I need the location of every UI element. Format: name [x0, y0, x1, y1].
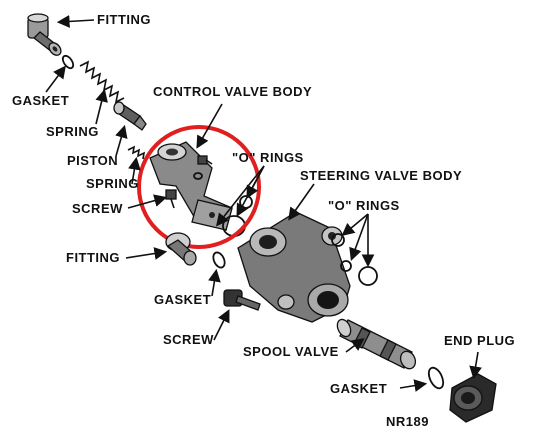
leader-end-plug — [469, 351, 482, 380]
piston-part — [113, 101, 147, 131]
o-ring-5 — [358, 266, 378, 286]
gasket-mid-ring — [212, 251, 226, 269]
label-gasket-top: GASKET — [12, 93, 69, 108]
label-fitting-top: FITTING — [97, 12, 151, 27]
leader-control-valve-body — [196, 103, 223, 149]
spool-valve-part — [336, 318, 417, 370]
spring-top-coil — [79, 60, 125, 104]
label-steering-valve-body: STEERING VALVE BODY — [300, 168, 462, 183]
label-o-rings-1: "O" RINGS — [232, 150, 304, 165]
control-screw-1 — [197, 155, 213, 165]
label-figure-code: NR189 — [386, 414, 429, 429]
control-valve-body-part — [149, 141, 233, 231]
control-screw-2 — [165, 189, 177, 209]
leader-o-rings-2a — [341, 213, 369, 237]
label-fitting-mid: FITTING — [66, 250, 120, 265]
leader-screw-bottom — [213, 309, 230, 341]
leader-gasket-mid — [208, 268, 221, 297]
steering-valve-body-part — [237, 211, 351, 323]
label-control-valve-body: CONTROL VALVE BODY — [153, 84, 312, 99]
leader-gasket-bottom — [399, 379, 428, 392]
leader-fitting-top — [56, 15, 95, 28]
leader-spring-mid — [128, 156, 141, 185]
highlight-circle — [137, 125, 261, 249]
label-screw-bottom: SCREW — [163, 332, 214, 347]
end-plug-part — [449, 373, 497, 423]
leader-o-rings-1b — [236, 165, 265, 217]
label-end-plug: END PLUG — [444, 333, 515, 348]
label-spring-mid: SPRING — [86, 176, 139, 191]
label-spring-top: SPRING — [46, 124, 99, 139]
leader-o-rings-2b — [349, 213, 369, 262]
leader-screw-top — [127, 194, 168, 209]
label-screw-top: SCREW — [72, 201, 123, 216]
leader-steering-valve-body — [288, 183, 315, 221]
leader-spring-top — [95, 88, 108, 125]
label-gasket-bottom: GASKET — [330, 381, 387, 396]
steering-screw-part — [223, 289, 261, 311]
fitting-mid-part — [165, 232, 197, 266]
fitting-top-part — [27, 13, 62, 56]
leader-spool-valve — [345, 338, 365, 353]
leader-gasket-top — [45, 65, 66, 93]
gasket-top-ring — [61, 54, 75, 70]
gasket-bottom-ring — [427, 366, 445, 390]
label-spool-valve: SPOOL VALVE — [243, 344, 339, 359]
leader-piston — [115, 124, 128, 157]
leader-o-rings-1c — [216, 165, 265, 227]
spring-mid-coil — [127, 145, 146, 160]
label-piston: PISTON — [67, 153, 118, 168]
label-gasket-mid: GASKET — [154, 292, 211, 307]
label-o-rings-2: "O" RINGS — [328, 198, 400, 213]
leader-fitting-mid — [125, 247, 168, 260]
o-ring-3 — [331, 233, 345, 247]
o-ring-4 — [340, 260, 352, 272]
